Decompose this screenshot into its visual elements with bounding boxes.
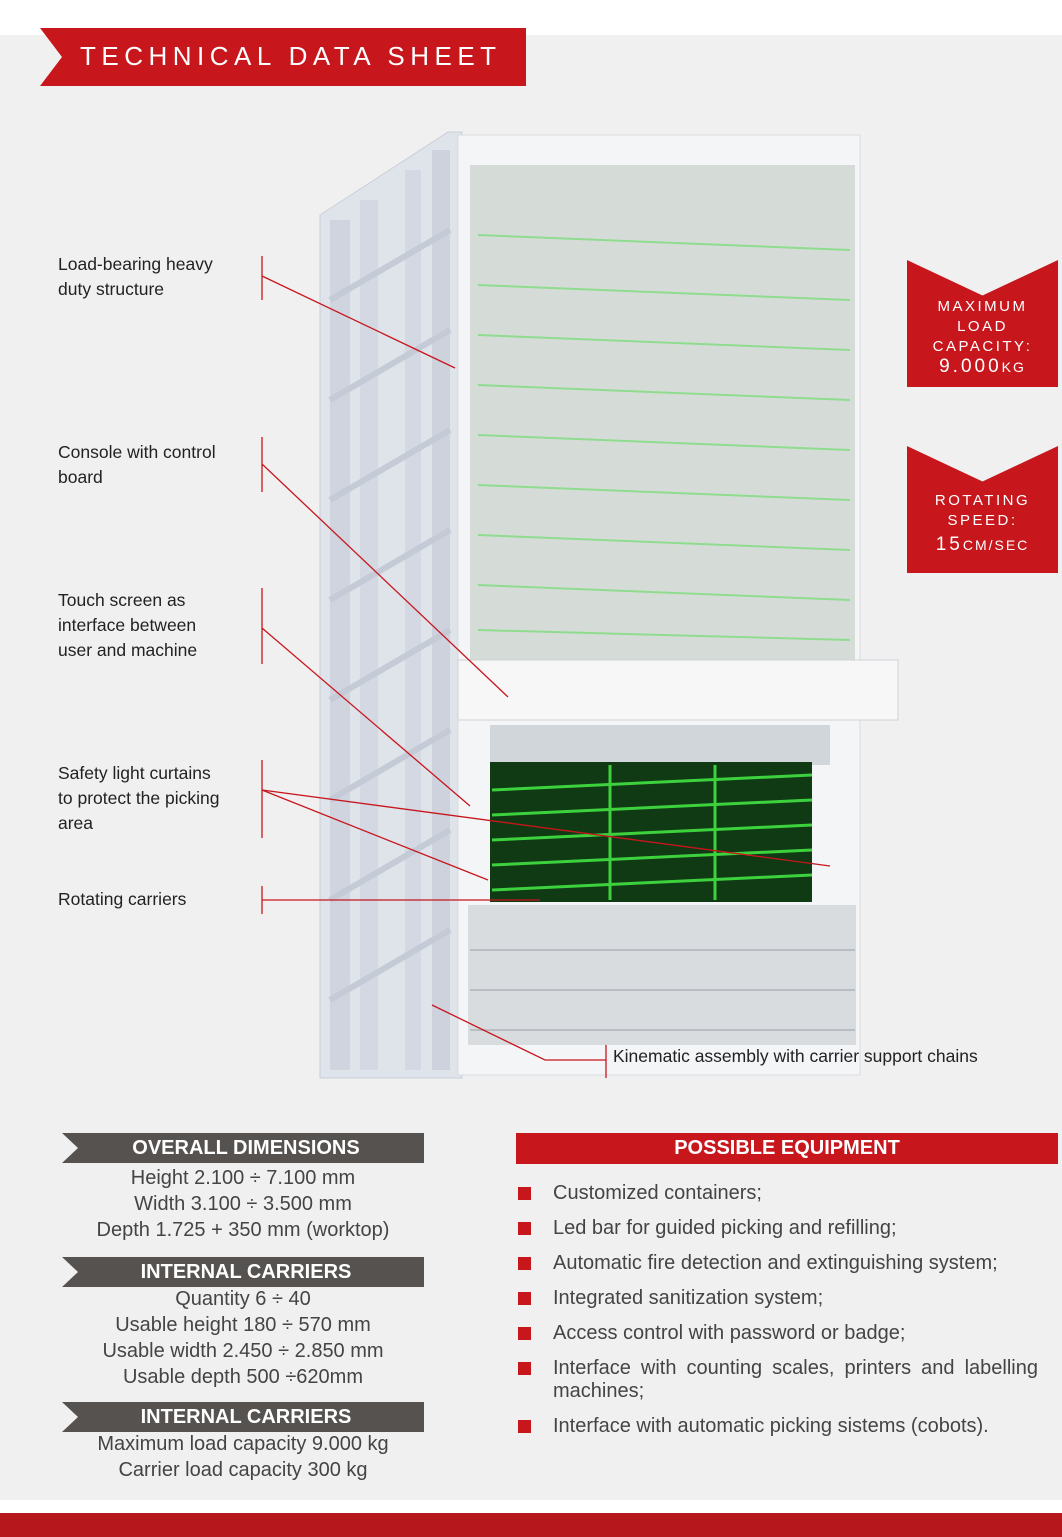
callout-kinematic: Kinematic assembly with carrier support … [613, 1046, 978, 1066]
spec-row: Maximum load capacity 9.000 kg [97, 1433, 389, 1455]
internal-carriers-load-list: Maximum load capacity 9.000 kg Carrier l… [62, 1431, 424, 1483]
line: Load-bearing heavy [58, 254, 213, 274]
badge-line: ROTATING [934, 492, 1031, 509]
spec-row: Width 3.100 ÷ 3.500 mm [134, 1193, 352, 1215]
badge-line: SPEED: [947, 512, 1018, 529]
spec-row: Usable width 2.450 ÷ 2.850 mm [102, 1340, 384, 1362]
line: interface between [58, 615, 197, 635]
bullet-square-icon [518, 1292, 531, 1305]
line: duty structure [58, 279, 165, 299]
line: Touch screen as [58, 590, 186, 610]
list-item: Automatic fire detection and extinguishi… [516, 1252, 1038, 1275]
internal-carriers-load-heading: INTERNAL CARRIERS [62, 1402, 424, 1432]
unit: KG [1001, 359, 1026, 375]
item-text: Integrated sanitization system; [553, 1287, 824, 1309]
list-item: Customized containers; [516, 1182, 1038, 1205]
badge-value: 15CM/SEC [907, 535, 1058, 555]
bullet-square-icon [518, 1362, 531, 1375]
line: area [58, 813, 94, 833]
bullet-square-icon [518, 1187, 531, 1200]
bullet-square-icon [518, 1257, 531, 1270]
line: user and machine [58, 640, 198, 660]
list-item: Access control with password or badge; [516, 1322, 1038, 1345]
item-text: Access control with password or badge; [553, 1322, 906, 1344]
callout-structure: Load-bearing heavy duty structure [58, 252, 213, 302]
list-item: Led bar for guided picking and refilling… [516, 1217, 1038, 1240]
item-text: Interface with automatic picking sistems… [553, 1415, 989, 1437]
line: Safety light curtains [58, 763, 211, 783]
badge-line: CAPACITY: [932, 338, 1033, 355]
list-item: Interface with automatic picking sistems… [516, 1415, 1038, 1438]
bullet-square-icon [518, 1420, 531, 1433]
left-frame [319, 131, 463, 1079]
badge-line: LOAD [957, 318, 1008, 335]
page-title: TECHNICAL DATA SHEET [80, 41, 502, 71]
list-item: Interface with counting scales, printers… [516, 1357, 1038, 1403]
spec-row: Usable height 180 ÷ 570 mm [115, 1314, 371, 1336]
list-item: Integrated sanitization system; [516, 1287, 1038, 1310]
spec-row: Depth 1.725 + 350 mm (worktop) [96, 1219, 390, 1241]
callout-lines [261, 256, 831, 1078]
item-text: Led bar for guided picking and refilling… [553, 1217, 897, 1239]
value: 15 [935, 534, 963, 555]
line: Rotating carriers [58, 889, 187, 909]
title-ribbon: TECHNICAL DATA SHEET [40, 28, 526, 86]
internal-carriers-list: Quantity 6 ÷ 40 Usable height 180 ÷ 570 … [62, 1286, 424, 1390]
internal-carriers-heading: INTERNAL CARRIERS [62, 1257, 424, 1287]
item-text: Interface with counting scales, printers… [553, 1357, 1038, 1402]
unit: CM/SEC [962, 537, 1030, 553]
bullet-square-icon [518, 1222, 531, 1235]
value: 9.000 [939, 356, 1002, 377]
callout-console: Console with control board [58, 440, 216, 490]
spec-row: Height 2.100 ÷ 7.100 mm [130, 1167, 356, 1189]
callout-light-curtains: Safety light curtains to protect the pick… [58, 761, 219, 836]
overall-dimensions-list: Height 2.100 ÷ 7.100 mm Width 3.100 ÷ 3.… [62, 1165, 424, 1243]
machine-illustration [261, 131, 899, 1079]
overall-dimensions-heading: OVERALL DIMENSIONS [62, 1133, 424, 1163]
callout-carriers: Rotating carriers [58, 887, 186, 912]
spec-row: Usable depth 500 ÷620mm [122, 1366, 363, 1388]
front-cabinet [457, 134, 899, 1076]
item-text: Customized containers; [553, 1182, 762, 1204]
line: to protect the picking [58, 788, 220, 808]
item-text: Automatic fire detection and extinguishi… [553, 1252, 998, 1274]
spec-row: Quantity 6 ÷ 40 [175, 1288, 311, 1310]
equipment-list: Customized containers; Led bar for guide… [516, 1182, 1038, 1450]
footer-bar [0, 1513, 1062, 1537]
line: board [58, 467, 103, 487]
badge-value: 9.000KG [907, 357, 1058, 377]
possible-equipment-heading: POSSIBLE EQUIPMENT [516, 1133, 1058, 1164]
bullet-square-icon [518, 1327, 531, 1340]
spec-row: Carrier load capacity 300 kg [118, 1459, 368, 1481]
callout-touchscreen: Touch screen as interface between user and… [58, 588, 197, 663]
line: Console with control [58, 442, 216, 462]
badge-line: MAXIMUM [937, 298, 1028, 315]
